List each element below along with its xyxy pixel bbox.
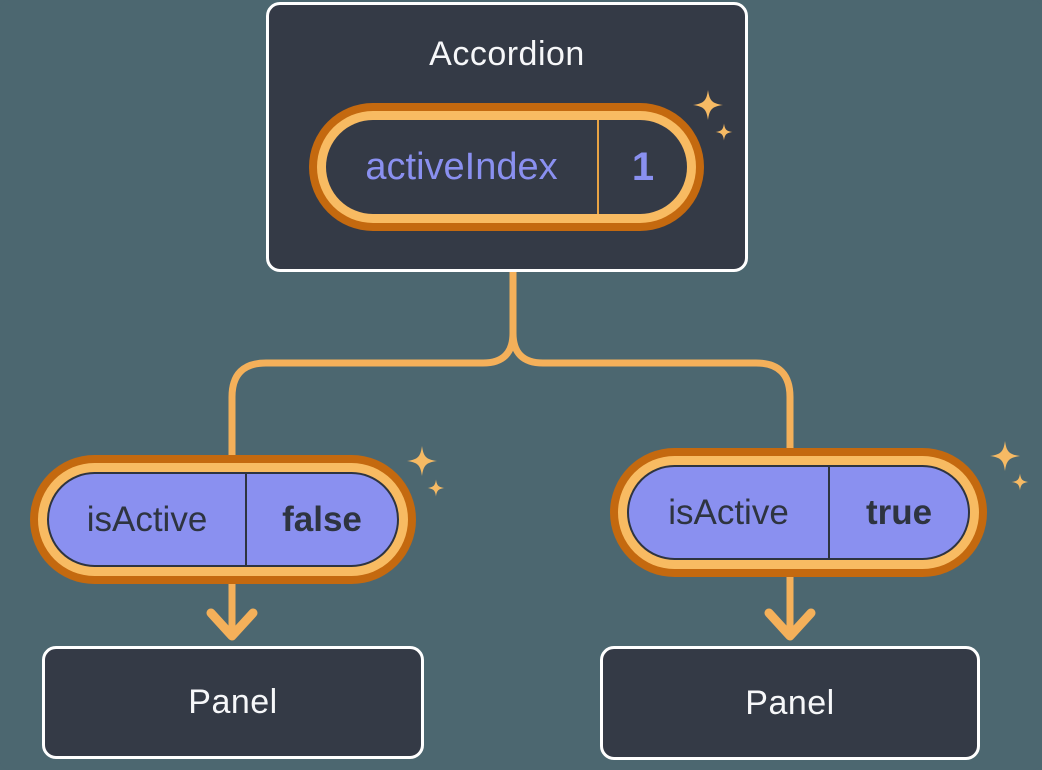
- prop-name-label-left: isActive: [86, 499, 208, 539]
- state-pill-inner-ring: activeIndex 1: [317, 111, 696, 223]
- arrow-head-left-icon: [206, 608, 258, 641]
- state-pill-core: activeIndex 1: [326, 120, 687, 214]
- accordion-title: Accordion: [429, 35, 585, 73]
- prop-pill-isactive-false: isActive false: [30, 455, 416, 584]
- panel-component-box-left: Panel: [42, 646, 424, 759]
- prop-name-label-right: isActive: [668, 492, 789, 532]
- state-pill-activeindex: activeIndex 1: [309, 103, 704, 231]
- arrow-head-right-icon: [764, 608, 816, 641]
- prop-pill-left-divider: [245, 474, 247, 565]
- prop-pill-left-core: isActive false: [47, 472, 399, 567]
- prop-value-label-left: false: [282, 499, 362, 539]
- wire-root-to-left: [228, 268, 517, 462]
- prop-pill-left-inner-ring: isActive false: [38, 463, 408, 576]
- state-pill-divider: [597, 120, 599, 214]
- wire-root-to-right: [509, 268, 794, 456]
- state-name-label: activeIndex: [365, 145, 558, 188]
- prop-pill-right-divider: [828, 467, 830, 558]
- panel-title-left: Panel: [188, 683, 278, 721]
- state-value-label: 1: [631, 144, 655, 189]
- panel-component-box-right: Panel: [600, 646, 980, 760]
- panel-title-right: Panel: [745, 683, 835, 722]
- prop-value-label-right: true: [865, 492, 933, 532]
- prop-pill-right-inner-ring: isActive true: [618, 456, 979, 569]
- prop-pill-right-core: isActive true: [627, 465, 970, 560]
- prop-pill-isactive-true: isActive true: [610, 448, 987, 577]
